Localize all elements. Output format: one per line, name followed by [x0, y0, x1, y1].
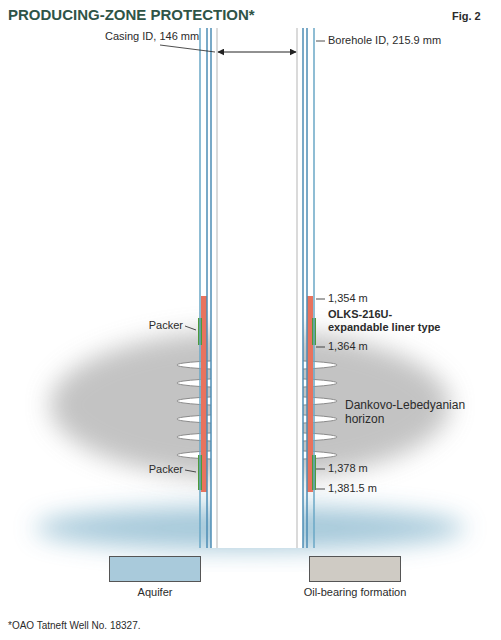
leader-line [316, 469, 325, 470]
legend-swatch [309, 556, 401, 582]
callout-label: 1,354 m [328, 292, 408, 305]
legend-label: Oil-bearing formation [300, 586, 410, 599]
casing-bore [211, 28, 303, 548]
leader-line [160, 45, 215, 52]
legend-item: Aquifer [100, 556, 210, 599]
figure-number: Fig. 2 [452, 10, 497, 23]
callout-label: 1,381.5 m [328, 482, 408, 495]
legend-item: Oil-bearing formation [300, 556, 410, 599]
leader-line [185, 470, 196, 472]
legend-label: Aquifer [100, 586, 210, 599]
figure-caption: *OAO Tatneft Well No. 18327. [8, 620, 140, 632]
callout-label: Casing ID, 146 mm [105, 30, 225, 43]
callout-label: OLKS-216U-expandable liner type [328, 308, 443, 334]
figure-title: PRODUCING-ZONE PROTECTION* [8, 6, 255, 24]
leader-line [316, 299, 325, 300]
callout-label: 1,378 m [328, 462, 408, 475]
leader-line [185, 326, 196, 330]
callout-label: Dankovo-Lebedyanian horizon [345, 398, 470, 427]
leader-line [316, 489, 325, 490]
leader-line [316, 347, 325, 348]
leader-line [316, 41, 325, 42]
callout-label: Borehole ID, 215.9 mm [328, 34, 478, 47]
callout-label: Packer [128, 463, 183, 476]
callout-label: 1,364 m [328, 340, 408, 353]
callout-label: Packer [128, 319, 183, 332]
legend-swatch [109, 556, 201, 582]
casing-id-arrow [218, 52, 296, 53]
well-walls [200, 28, 314, 548]
